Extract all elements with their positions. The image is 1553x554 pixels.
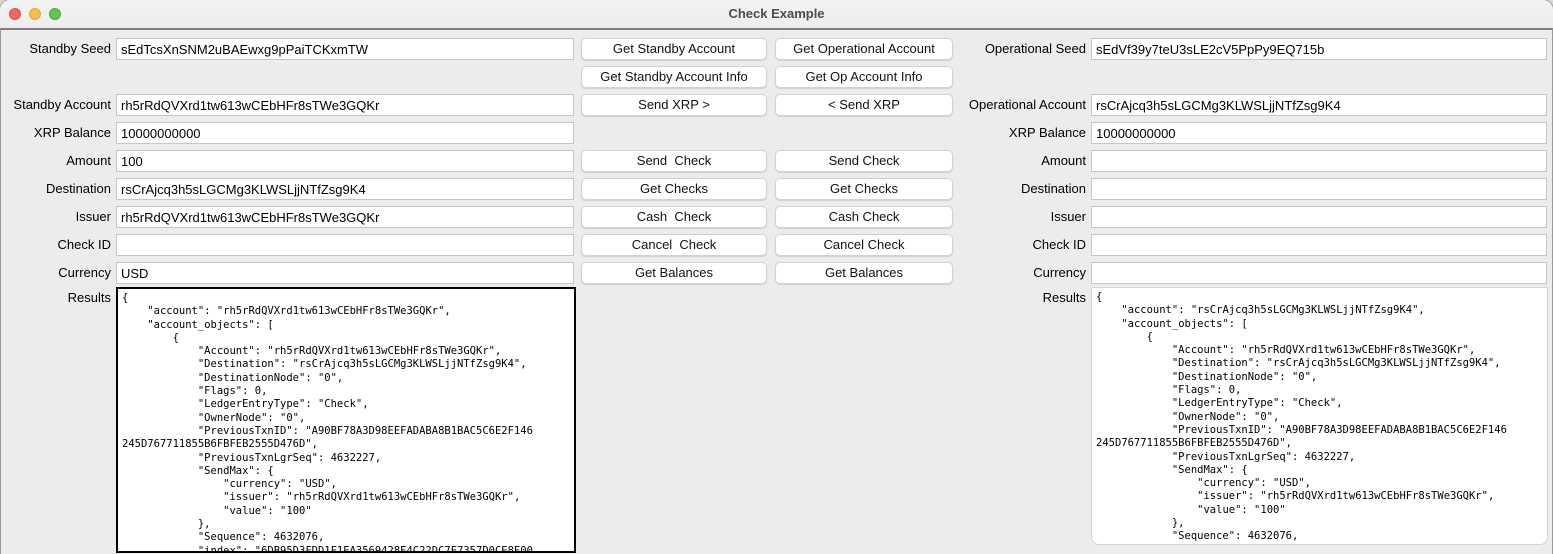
standby-results-textarea[interactable]: { "account": "rh5rRdQVXrd1tw613wCEbHFr8s… [116,287,576,553]
standby-destination-input[interactable] [116,178,574,200]
standby-get-checks-button[interactable]: Get Checks [581,178,767,200]
operational-seed-label: Operational Seed [984,41,1086,56]
op-cancel-check-button[interactable]: Cancel Check [775,234,953,256]
operational-results-textarea[interactable]: { "account": "rsCrAjcq3h5sLGCMg3KLWSLjjN… [1091,287,1548,545]
op-send-check-button[interactable]: Send Check [775,150,953,172]
op-cash-check-button[interactable]: Cash Check [775,206,953,228]
operational-check-id-label: Check ID [1032,237,1086,252]
standby-xrp-balance-label: XRP Balance [33,125,111,140]
minimize-window-icon[interactable] [29,8,41,20]
standby-seed-input[interactable] [116,38,574,60]
standby-seed-label: Standby Seed [29,41,111,56]
operational-xrp-balance-label: XRP Balance [1008,125,1086,140]
standby-account-label: Standby Account [13,97,111,112]
standby-get-balances-button[interactable]: Get Balances [581,262,767,284]
standby-issuer-input[interactable] [116,206,574,228]
op-get-checks-button[interactable]: Get Checks [775,178,953,200]
standby-amount-label: Amount [66,153,111,168]
standby-check-id-label: Check ID [57,237,111,252]
operational-seed-input[interactable] [1091,38,1547,60]
standby-currency-input[interactable] [116,262,574,284]
operational-destination-input[interactable] [1091,178,1547,200]
window-controls [9,8,61,20]
standby-currency-label: Currency [58,265,111,280]
operational-currency-input[interactable] [1091,262,1547,284]
operational-account-label: Operational Account [968,97,1086,112]
close-window-icon[interactable] [9,8,21,20]
standby-xrp-balance-input[interactable] [116,122,574,144]
window-title: Check Example [728,6,825,21]
operational-destination-label: Destination [1020,181,1086,196]
maximize-window-icon[interactable] [49,8,61,20]
standby-results-label: Results [67,290,111,305]
operational-check-id-input[interactable] [1091,234,1547,256]
operational-issuer-label: Issuer [1050,209,1086,224]
get-operational-account-button[interactable]: Get Operational Account [775,38,953,60]
operational-account-input[interactable] [1091,94,1547,116]
operational-xrp-balance-input[interactable] [1091,122,1547,144]
standby-check-id-input[interactable] [116,234,574,256]
standby-destination-label: Destination [45,181,111,196]
get-op-account-info-button[interactable]: Get Op Account Info [775,66,953,88]
standby-issuer-label: Issuer [75,209,111,224]
operational-amount-label: Amount [1041,153,1086,168]
standby-cancel-check-button[interactable]: Cancel Check [581,234,767,256]
op-get-balances-button[interactable]: Get Balances [775,262,953,284]
standby-amount-input[interactable] [116,150,574,172]
title-bar[interactable]: Check Example [0,0,1553,28]
send-xrp-left-button[interactable]: < Send XRP [775,94,953,116]
operational-currency-label: Currency [1033,265,1086,280]
get-standby-account-button[interactable]: Get Standby Account [581,38,767,60]
standby-cash-check-button[interactable]: Cash Check [581,206,767,228]
get-standby-account-info-button[interactable]: Get Standby Account Info [581,66,767,88]
form-content: Standby Seed Standby Account XRP Balance… [0,28,1553,554]
operational-issuer-input[interactable] [1091,206,1547,228]
standby-account-input[interactable] [116,94,574,116]
operational-results-label: Results [1042,290,1086,305]
send-xrp-right-button[interactable]: Send XRP > [581,94,767,116]
operational-amount-input[interactable] [1091,150,1547,172]
standby-send-check-button[interactable]: Send Check [581,150,767,172]
